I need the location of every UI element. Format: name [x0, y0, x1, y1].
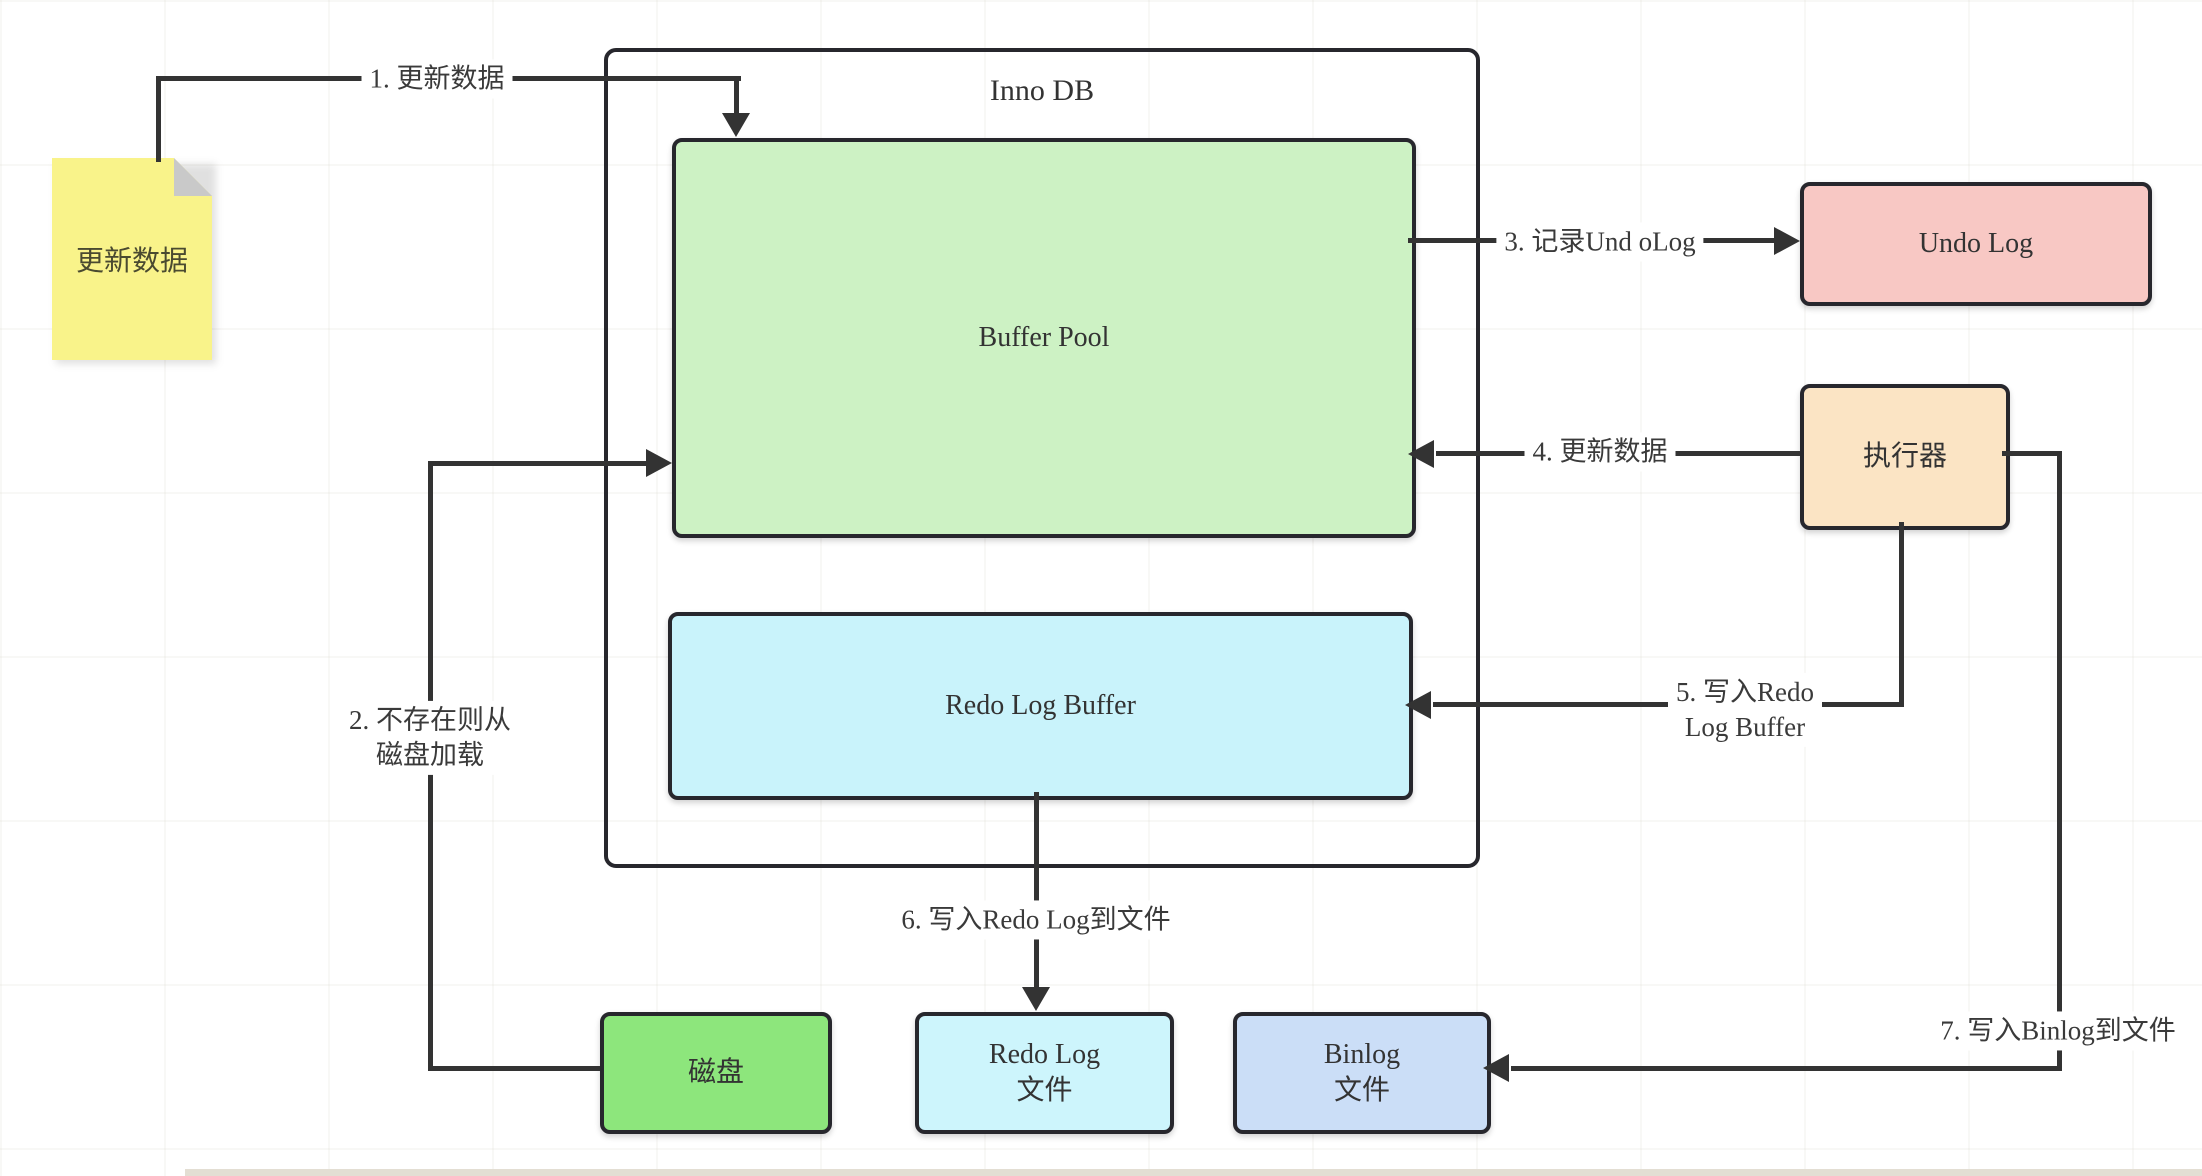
edge2-label: 2. 不存在则从 磁盘加载 [341, 700, 519, 776]
binlog-file-label-line2: 文件 [1333, 1075, 1390, 1106]
edge1-segment [156, 76, 161, 162]
edge1-segment [734, 76, 739, 116]
binlog-file-node: Binlog 文件 [1233, 1012, 1491, 1134]
disk-node: 磁盘 [600, 1012, 832, 1134]
edge5-label-line2: Log Buffer [1684, 712, 1806, 742]
redo-log-file-label-line1: Redo Log [988, 1038, 1101, 1070]
edge4-label: 4. 更新数据 [1524, 432, 1676, 472]
edge3-arrowhead-icon [1774, 227, 1800, 255]
innodb-title: Inno DB [989, 74, 1095, 107]
update-data-note-label: 更新数据 [75, 246, 188, 277]
edge2-arrowhead-icon [646, 449, 672, 477]
edge7-segment [2057, 451, 2062, 1071]
edge7-segment [1511, 1066, 2062, 1071]
edge6-label: 6. 写入Redo Log到文件 [893, 900, 1179, 940]
edge6-arrowhead-icon [1022, 987, 1050, 1011]
redo-log-buffer-label: Redo Log Buffer [945, 689, 1136, 721]
disk-label: 磁盘 [687, 1056, 744, 1088]
edge7-arrowhead-icon [1483, 1054, 1509, 1082]
undo-log-node: Undo Log [1800, 182, 2152, 306]
edge6-segment [1034, 792, 1039, 992]
edge4-arrowhead-icon [1408, 440, 1434, 468]
redo-log-file-label-line2: 文件 [1016, 1075, 1073, 1106]
buffer-pool-label: Buffer Pool [978, 321, 1110, 353]
buffer-pool-node: Buffer Pool [672, 138, 1416, 538]
edge1-label: 1. 更新数据 [361, 59, 513, 99]
edge3-label: 3. 记录Und oLog [1496, 222, 1704, 262]
executor-node: 执行器 [1800, 384, 2010, 530]
edge7-segment [2002, 451, 2062, 456]
redo-log-buffer-node: Redo Log Buffer [668, 612, 1413, 800]
edge5-arrowhead-icon [1405, 691, 1431, 719]
executor-label: 执行器 [1862, 440, 1947, 472]
edge2-segment [428, 461, 646, 466]
edge2-segment [428, 1066, 600, 1071]
edge5-label-line1: 5. 写入Redo [1676, 676, 1814, 707]
bottom-edge-strip [185, 1169, 2202, 1176]
edge1-arrowhead-icon [722, 113, 750, 137]
binlog-file-label-line1: Binlog [1323, 1038, 1401, 1070]
redo-log-file-node: Redo Log 文件 [915, 1012, 1174, 1134]
edge5-segment [1899, 522, 1904, 707]
innodb-container: Inno DB [604, 48, 1480, 868]
edge2-label-line2: 磁盘加载 [376, 740, 484, 770]
edge2-label-line1: 2. 不存在则从 [349, 704, 511, 735]
undo-log-label: Undo Log [1918, 227, 2034, 259]
edge5-label: 5. 写入Redo Log Buffer [1668, 672, 1822, 748]
edge7-label: 7. 写入Binlog到文件 [1932, 1011, 2184, 1051]
